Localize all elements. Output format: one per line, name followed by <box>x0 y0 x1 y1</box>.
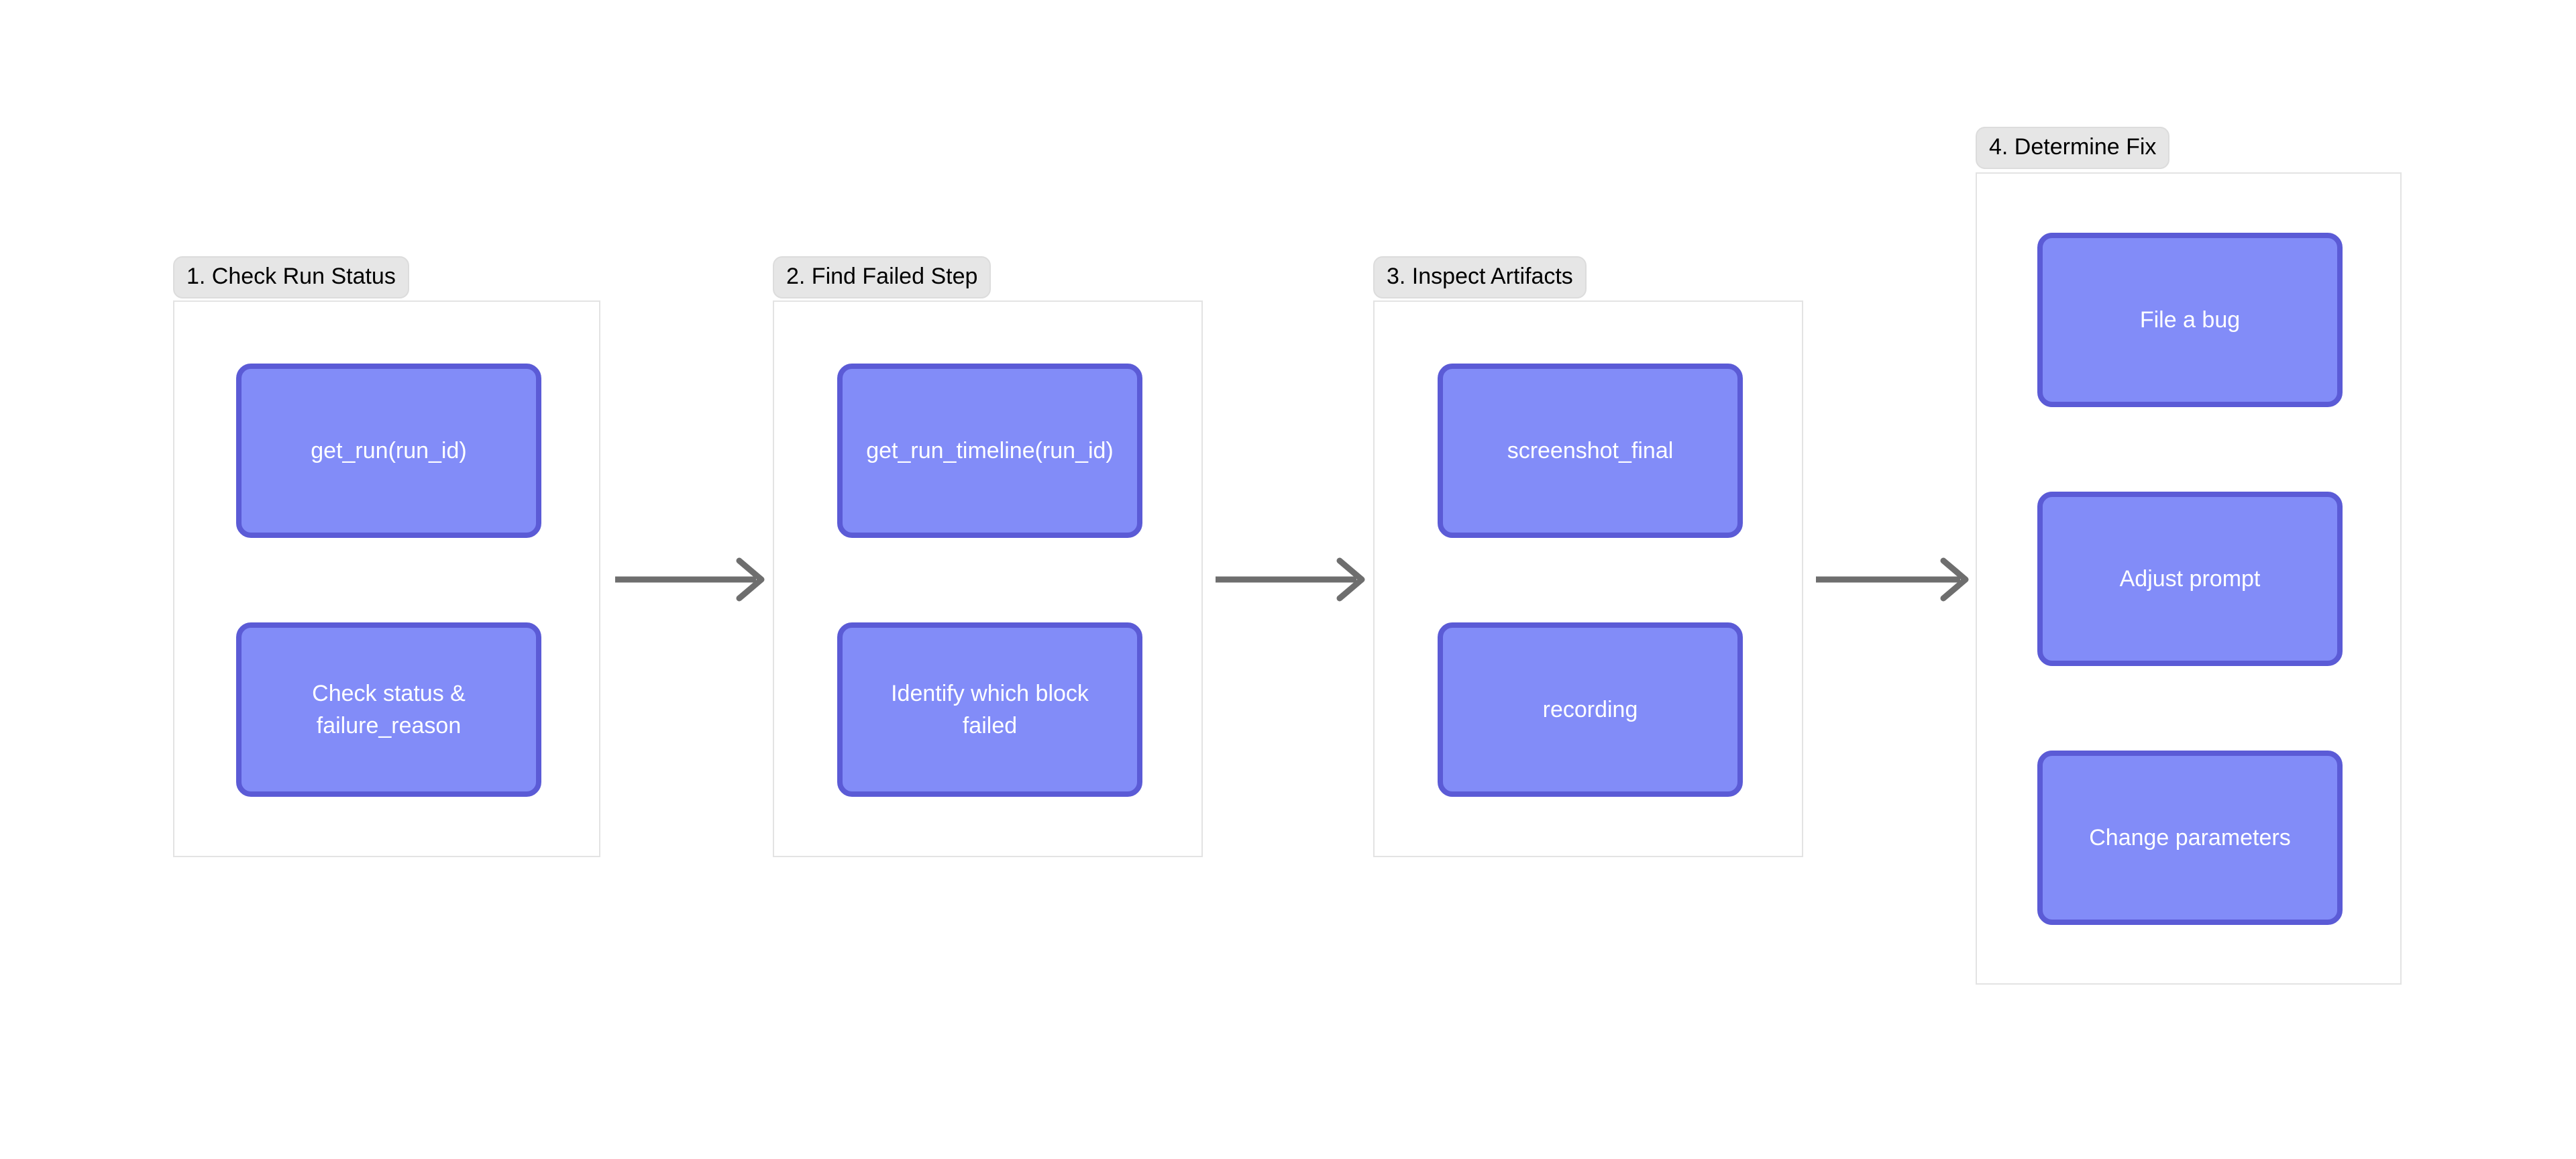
node-get-run-timeline-label: get_run_timeline(run_id) <box>866 437 1114 463</box>
node-adjust-prompt[interactable]: Adjust prompt <box>2037 492 2343 666</box>
group-box-3: screenshot_final recording <box>1373 300 1803 857</box>
arrow-right-icon <box>1816 557 1969 602</box>
node-adjust-prompt-label: Adjust prompt <box>2119 565 2261 592</box>
node-check-status[interactable]: Check status & failure_reason <box>236 622 541 797</box>
node-change-parameters-label: Change parameters <box>2089 824 2291 850</box>
arrow-group3-to-group4 <box>1815 553 1971 606</box>
node-get-run-label: get_run(run_id) <box>311 437 467 463</box>
node-identify-block[interactable]: Identify which block failed <box>837 622 1142 797</box>
group-box-1: get_run(run_id) Check status & failure_r… <box>173 300 600 857</box>
group-label-3: 3. Inspect Artifacts <box>1373 256 1587 298</box>
group-find-failed-step: 2. Find Failed Step get_run_timeline(run… <box>773 256 1203 857</box>
group-check-run-status: 1. Check Run Status get_run(run_id) Chec… <box>173 256 600 857</box>
group-box-2: get_run_timeline(run_id) Identify which … <box>773 300 1203 857</box>
node-file-a-bug[interactable]: File a bug <box>2037 233 2343 407</box>
group-box-4: File a bug Adjust prompt Change paramete… <box>1976 172 2402 985</box>
node-recording[interactable]: recording <box>1438 622 1743 797</box>
arrow-right-icon <box>1216 557 1365 602</box>
node-get-run[interactable]: get_run(run_id) <box>236 364 541 538</box>
node-identify-block-label: Identify which block failed <box>891 680 1089 738</box>
arrow-right-icon <box>615 557 765 602</box>
node-screenshot-final[interactable]: screenshot_final <box>1438 364 1743 538</box>
arrow-group2-to-group3 <box>1214 553 1367 606</box>
group-label-1: 1. Check Run Status <box>173 256 409 298</box>
group-label-2: 2. Find Failed Step <box>773 256 991 298</box>
group-inspect-artifacts: 3. Inspect Artifacts screenshot_final re… <box>1373 256 1803 857</box>
node-get-run-timeline[interactable]: get_run_timeline(run_id) <box>837 364 1142 538</box>
group-label-4: 4. Determine Fix <box>1976 127 2170 169</box>
node-check-status-label: Check status & failure_reason <box>312 680 466 738</box>
node-screenshot-final-label: screenshot_final <box>1507 437 1674 463</box>
node-file-a-bug-label: File a bug <box>2139 307 2241 333</box>
group-determine-fix: 4. Determine Fix File a bug Adjust promp… <box>1976 127 2402 985</box>
node-recording-label: recording <box>1542 696 1638 722</box>
node-change-parameters[interactable]: Change parameters <box>2037 751 2343 925</box>
arrow-group1-to-group2 <box>614 553 767 606</box>
